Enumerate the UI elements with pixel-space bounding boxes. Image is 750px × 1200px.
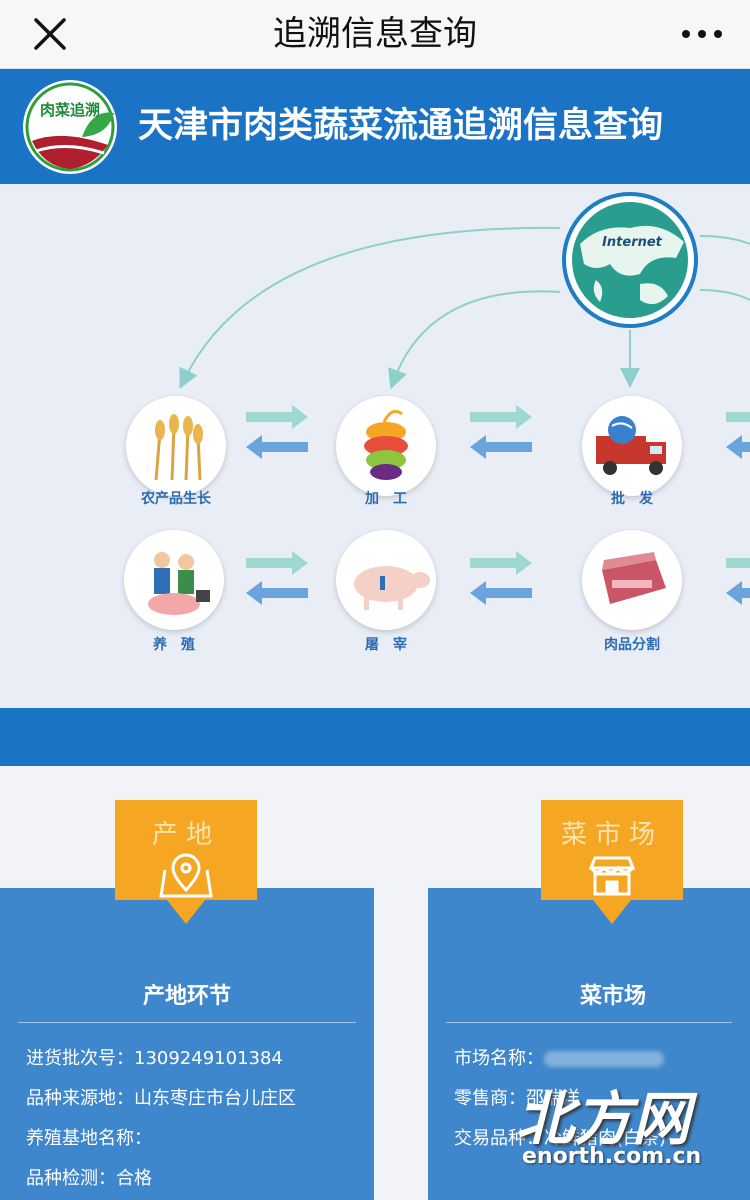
traceability-flow-diagram: Internet 农产品生长 加 工 [0, 184, 750, 708]
origin-base-row: 养殖基地名称： [26, 1128, 152, 1149]
watermark-text: 北方网 [516, 1085, 691, 1153]
fruit-icon [364, 409, 408, 480]
node-meat-cutting [582, 530, 682, 630]
node-label-meat-cutting: 肉品分割 [604, 637, 660, 653]
origin-batch-row: 进货批次号：1309249101384 [26, 1048, 283, 1069]
info-section: 产地环节 进货批次号：1309249101384 品种来源地：山东枣庄市台儿庄区… [0, 766, 750, 1200]
node-wholesale [582, 396, 682, 496]
market-card: 菜市场 市场名称： 零售商：邵瑞洋 交易品种：冷鲜猪肉(白条) [428, 888, 750, 1200]
market-variety-row: 交易品种：冷鲜猪肉(白条) [454, 1128, 667, 1149]
market-card-divider [446, 1022, 732, 1023]
node-label-slaughter: 屠 宰 [365, 637, 407, 653]
origin-tag: 产地 [115, 800, 257, 926]
market-retailer-row: 零售商：邵瑞洋 [454, 1088, 580, 1109]
origin-tag-label: 产地 [151, 820, 220, 850]
logo: 肉菜追溯 [23, 80, 117, 174]
market-card-title: 菜市场 [580, 984, 647, 1009]
node-label-wholesale: 批 发 [611, 491, 653, 507]
close-icon[interactable] [28, 12, 72, 56]
internet-globe-icon: Internet [562, 192, 698, 328]
double-arrows-row2 [246, 551, 750, 605]
wheat-icon [154, 414, 203, 481]
flow-connectors: Internet [179, 192, 750, 605]
node-label-processing: 加 工 [365, 491, 407, 507]
watermark-url: enorth.com.cn [522, 1144, 702, 1169]
logo-text: 肉菜追溯 [40, 101, 100, 119]
banner: 肉菜追溯 天津市肉类蔬菜流通追溯信息查询 [0, 69, 750, 184]
node-breeding [124, 530, 224, 630]
meat-cabinet-icon [602, 552, 666, 604]
node-slaughter [336, 530, 436, 630]
farmers-icon [148, 552, 210, 615]
curve-arrow-1 [179, 226, 561, 389]
node-processing [336, 396, 436, 496]
node-farming-growth [126, 396, 226, 496]
curve-arrow-4 [699, 235, 750, 245]
truck-icon [596, 416, 666, 475]
page-title: 追溯信息查询 [273, 14, 477, 54]
market-name-row: 市场名称： [454, 1044, 664, 1070]
origin-source-row: 品种来源地：山东枣庄市台儿庄区 [26, 1088, 296, 1109]
watermark: 北方网 enorth.com.cn [500, 1072, 740, 1182]
internet-label: Internet [602, 235, 663, 250]
market-name-redacted [544, 1051, 664, 1067]
section-divider-bar [0, 708, 750, 766]
more-icon[interactable] [678, 20, 726, 48]
nav-bar: 追溯信息查询 [0, 0, 750, 69]
curve-arrow-2 [388, 290, 561, 390]
origin-card-divider [18, 1022, 356, 1023]
origin-card: 产地环节 进货批次号：1309249101384 品种来源地：山东枣庄市台儿庄区… [0, 888, 374, 1200]
double-arrows-row1 [246, 405, 750, 459]
storefront-icon [588, 856, 636, 896]
node-label-breeding: 养 殖 [153, 637, 195, 653]
curve-arrow-5 [699, 289, 750, 301]
market-tag-label: 菜市场 [560, 820, 663, 850]
market-tag: 菜市场 [541, 800, 683, 926]
origin-card-title: 产地环节 [142, 984, 231, 1009]
map-pin-icon [159, 853, 213, 898]
pig-icon [354, 566, 430, 610]
banner-title: 天津市肉类蔬菜流通追溯信息查询 [138, 106, 664, 146]
node-label-farming-growth: 农产品生长 [141, 491, 211, 507]
origin-inspection-row: 品种检测：合格 [26, 1168, 152, 1189]
